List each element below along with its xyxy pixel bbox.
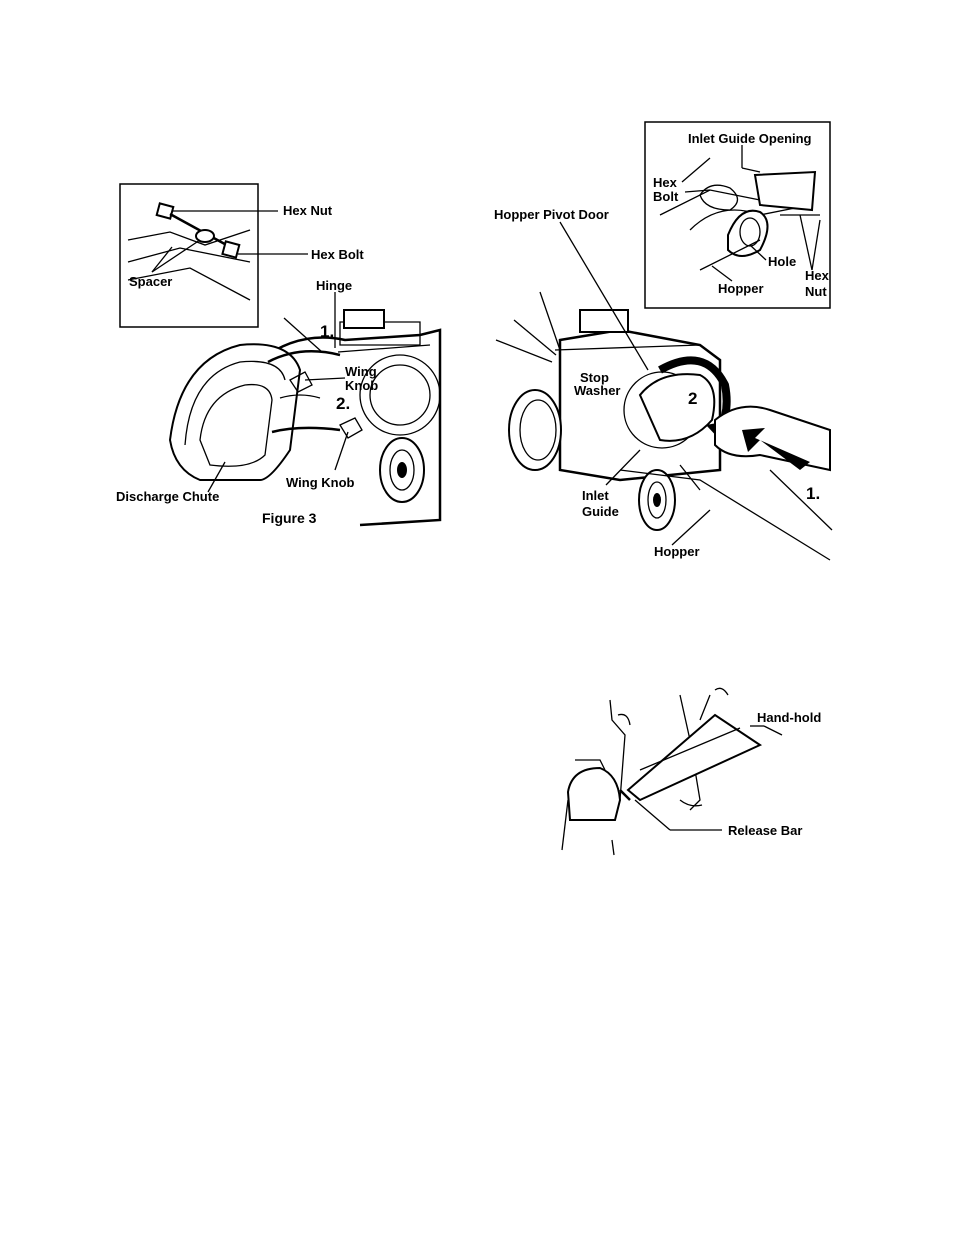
- release-bar-label: Release Bar: [728, 823, 802, 838]
- hand-hold-label: Hand-hold: [757, 710, 821, 725]
